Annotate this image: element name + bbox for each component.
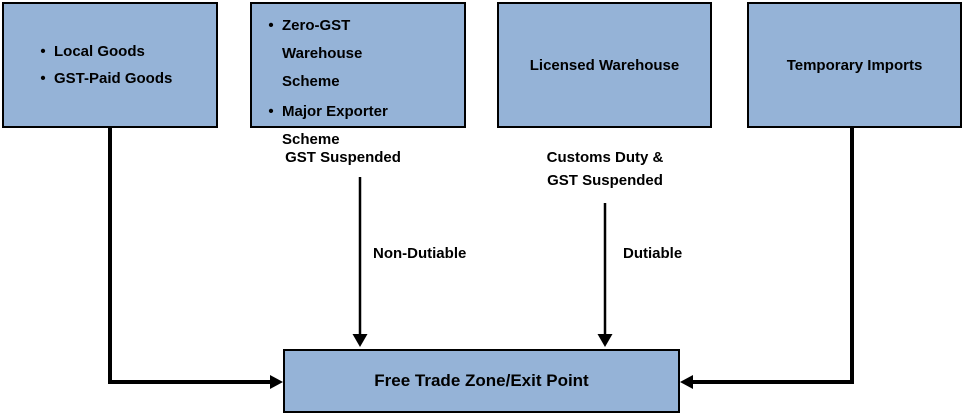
box-item-label: Major Exporter Scheme (282, 103, 388, 148)
box-temporary-imports: Temporary Imports (747, 2, 962, 128)
box-free-trade-zone-exit-point: Free Trade Zone/Exit Point (283, 349, 680, 413)
label-line: Customs Duty & (546, 149, 664, 166)
label-gst-suspended: GST Suspended (285, 149, 401, 166)
list-item: • Zero-GST Warehouse Scheme (260, 12, 464, 96)
box-licensed-warehouse: Licensed Warehouse (497, 2, 712, 128)
label-dutiable: Dutiable (623, 245, 683, 262)
list-item: • Local Goods (32, 38, 216, 65)
bullet-icon: • (268, 103, 274, 120)
box-item-label: GST-Paid Goods (54, 70, 173, 87)
bullet-icon: • (40, 43, 46, 60)
label-customs-duty-gst-suspended: Customs Duty & GST Suspended (515, 146, 695, 192)
box-local-gst-paid-goods: • Local Goods • GST-Paid Goods (2, 2, 218, 128)
box-label: Free Trade Zone/Exit Point (374, 371, 589, 390)
box-zero-gst-mes: • Zero-GST Warehouse Scheme • Major Expo… (250, 2, 466, 148)
list-item: • Major Exporter Scheme (260, 98, 464, 154)
bullet-icon: • (40, 70, 46, 87)
box-label: Licensed Warehouse (529, 56, 680, 74)
connector-customs-duty-arrow (597, 203, 613, 347)
label-line: GST Suspended (547, 172, 663, 189)
box-item-label: Zero-GST Warehouse Scheme (282, 17, 363, 90)
box-label: Temporary Imports (786, 56, 923, 74)
box-item-label: Local Goods (54, 43, 145, 60)
label-non-dutiable: Non-Dutiable (373, 245, 467, 262)
list-item: • GST-Paid Goods (32, 65, 216, 92)
connector-gst-suspended-arrow (352, 177, 368, 347)
bullet-icon: • (268, 17, 274, 34)
